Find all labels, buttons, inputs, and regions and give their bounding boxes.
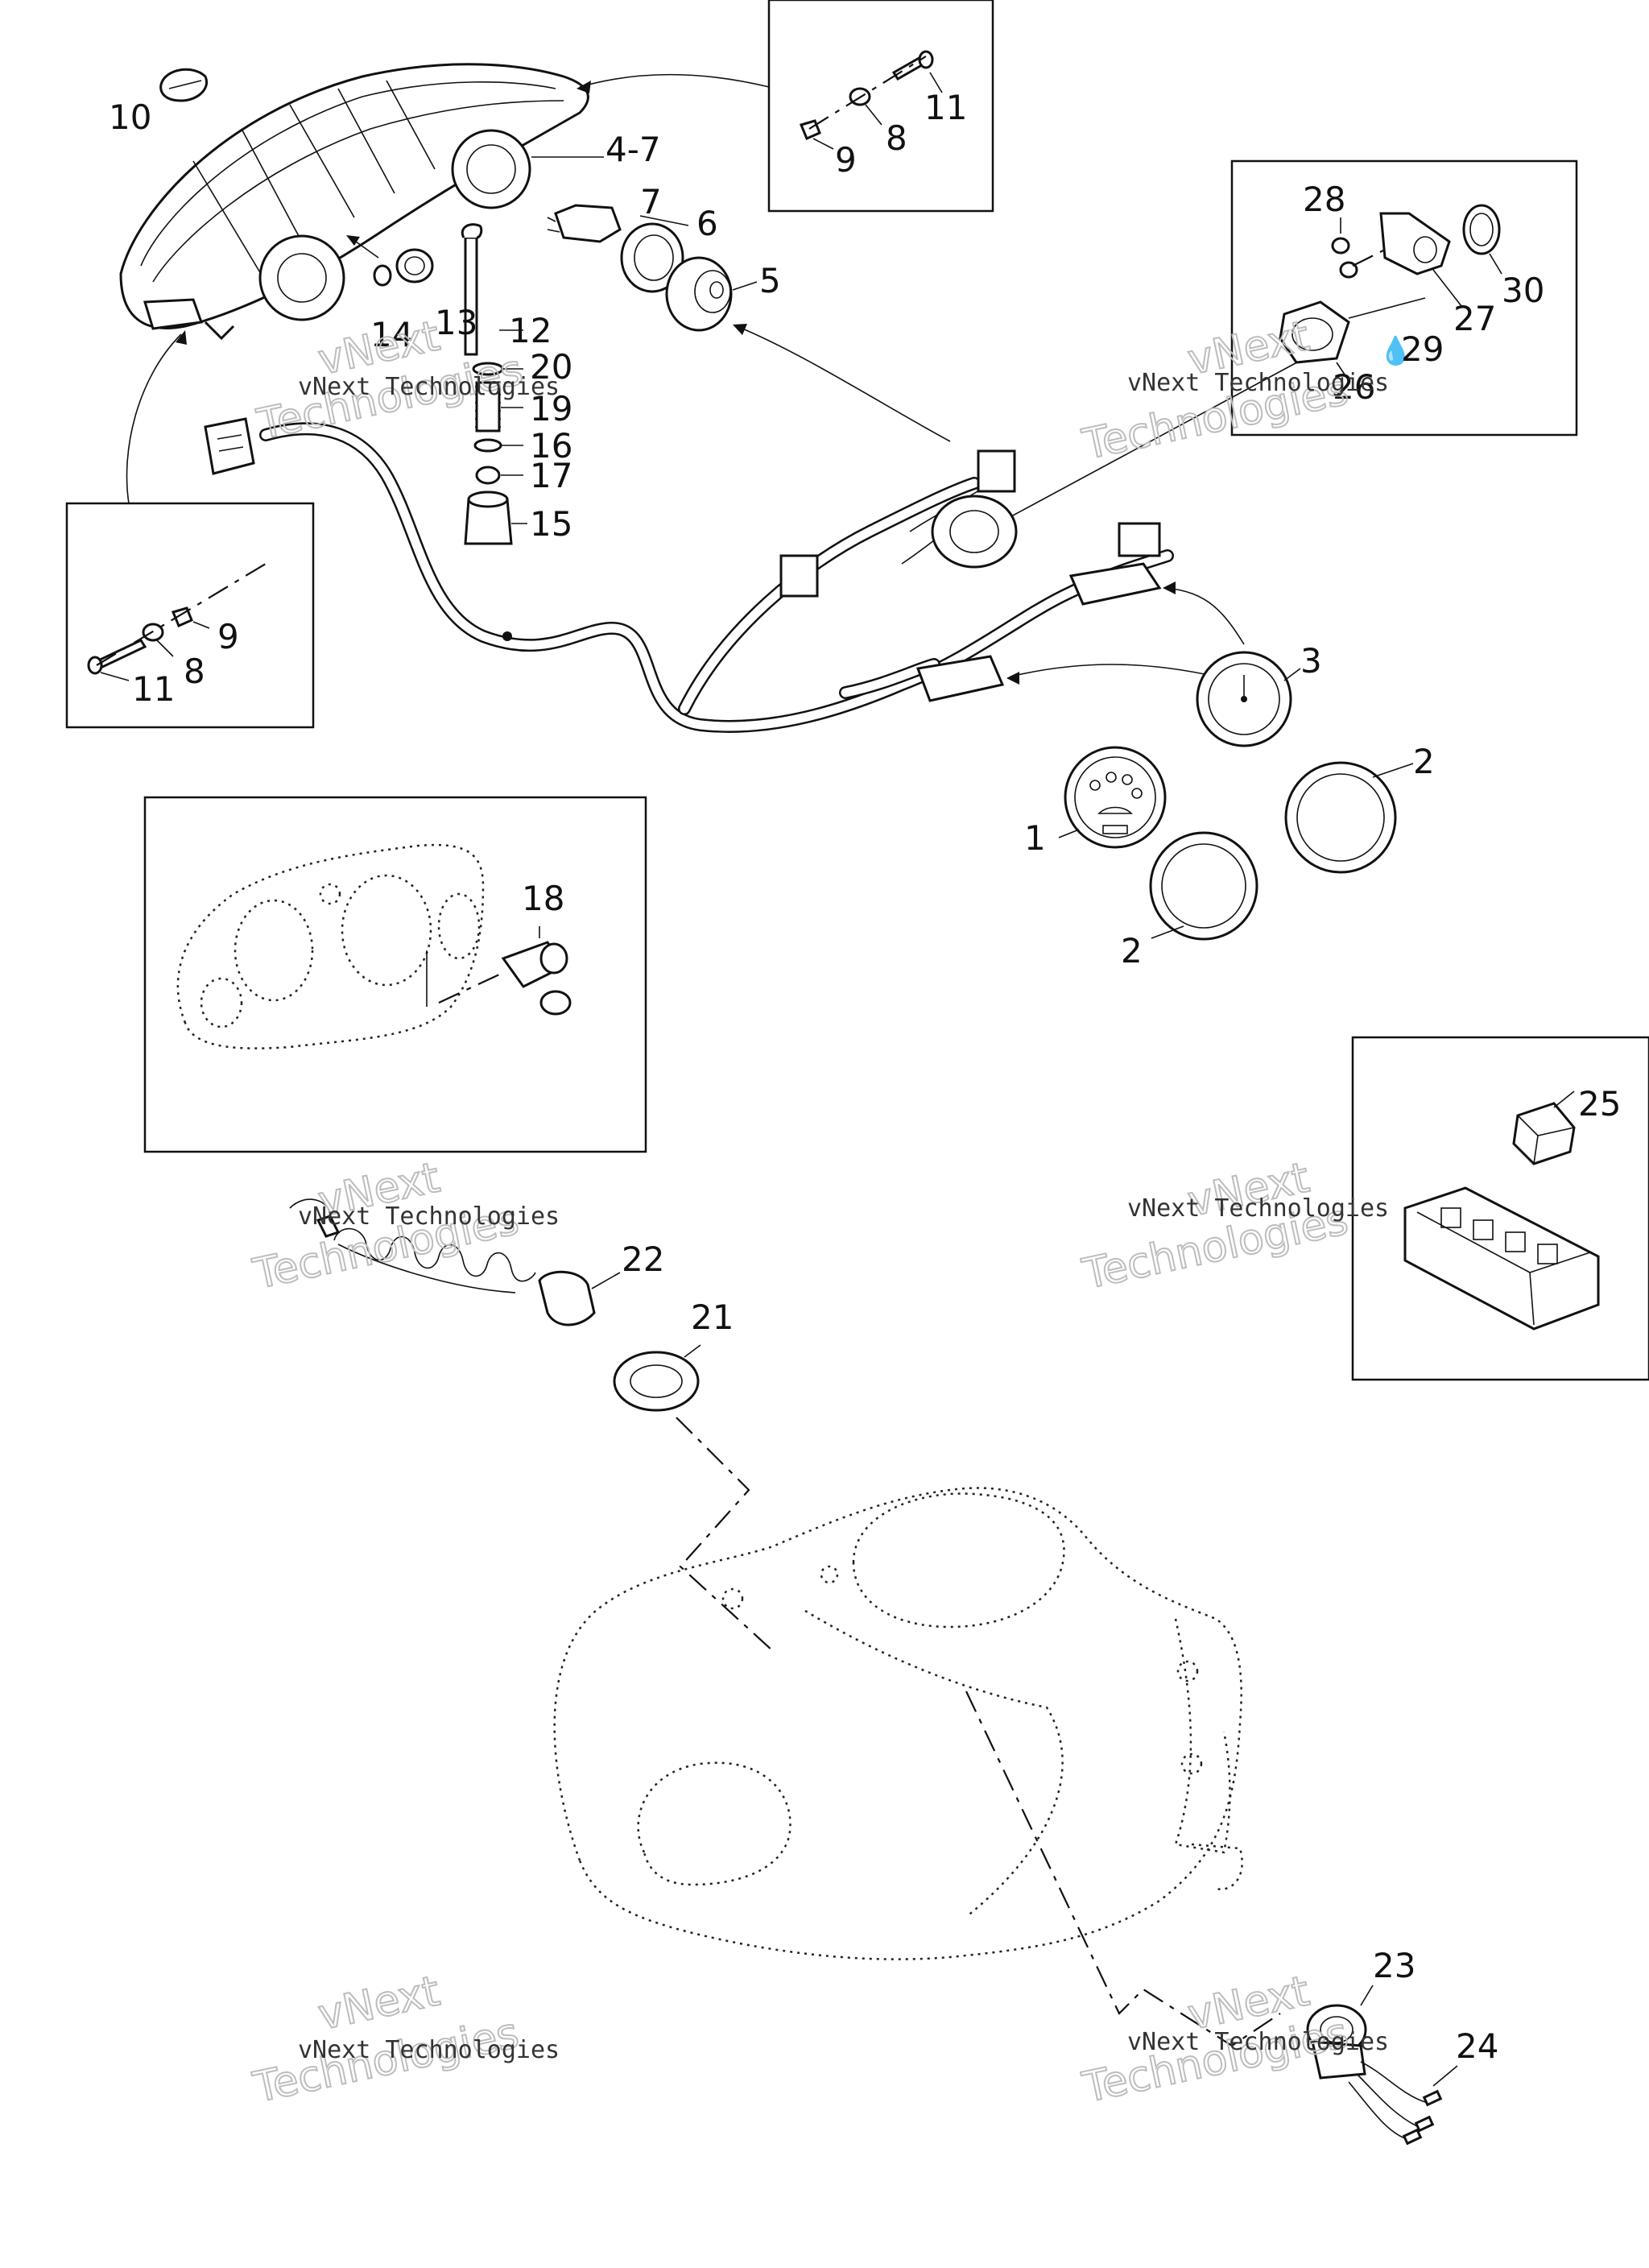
- instrument-cluster-outline: [176, 843, 485, 1049]
- harness-connector-left: [204, 417, 255, 475]
- label-12: 12: [509, 311, 552, 350]
- part-12-adjust-rod: [461, 223, 483, 356]
- water-drop-icon: 💧: [1378, 335, 1412, 367]
- label-25: 25: [1578, 1084, 1621, 1124]
- part-14-nut: [373, 264, 392, 287]
- harness-connector-gauge-3: [1068, 562, 1162, 606]
- inset-box-fasteners-left: [65, 502, 315, 729]
- watermark-4: vNext Technologies vNext Technologies: [1077, 1153, 1389, 1299]
- console-body-outline: [553, 1487, 1243, 1960]
- inset-box-fusebox: [1351, 1036, 1649, 1381]
- part-24-wires: [1348, 2061, 1443, 2146]
- svg-text:vNext Technologies: vNext Technologies: [298, 1202, 560, 1231]
- watermark-3: vNext Technologies vNext Technologies: [248, 1153, 560, 1299]
- label-14: 14: [370, 315, 413, 354]
- label-9-top: 9: [835, 140, 857, 180]
- part-9-nut-left: [171, 606, 193, 627]
- svg-text:vNext Technologies: vNext Technologies: [1127, 1194, 1389, 1223]
- label-11-left: 11: [132, 669, 175, 709]
- part-17-nut: [475, 466, 501, 485]
- label-13: 13: [435, 303, 477, 342]
- label-19: 19: [530, 389, 572, 428]
- part-22-lanyard-cord: [289, 1198, 596, 1326]
- part-16-washer: [473, 438, 502, 453]
- part-2-bezel-lower: [1149, 831, 1258, 941]
- svg-text:vNext Technologies: vNext Technologies: [298, 2036, 560, 2064]
- label-28: 28: [1303, 180, 1345, 219]
- part-13-cap: [395, 248, 434, 284]
- label-11-top: 11: [924, 88, 967, 127]
- part-25-relay: [1512, 1102, 1576, 1165]
- label-2-upper: 2: [1413, 742, 1435, 781]
- harness-tie-dot: [502, 631, 512, 641]
- wiring-harness: [259, 422, 1174, 733]
- part-26-sensor: [1279, 297, 1426, 364]
- label-30: 30: [1502, 271, 1544, 310]
- label-24: 24: [1456, 2026, 1498, 2066]
- watermark-6: vNext Technologies vNext Technologies: [1077, 1966, 1389, 2113]
- svg-text:vNext Technologies: vNext Technologies: [1127, 2028, 1389, 2056]
- part-21-cap-ring: [613, 1351, 700, 1412]
- part-18-key-switch: [501, 941, 572, 1016]
- label-3: 3: [1300, 641, 1322, 681]
- harness-grommet: [931, 495, 1018, 569]
- inset-box-cluster: [143, 796, 647, 1153]
- label-17: 17: [530, 456, 572, 495]
- label-27: 27: [1453, 299, 1496, 338]
- part-5-boot: [665, 256, 733, 332]
- part-1-speedometer: [1064, 746, 1167, 849]
- label-2-lower: 2: [1121, 931, 1143, 971]
- part-19-spring: [475, 381, 501, 432]
- label-6: 6: [696, 204, 718, 243]
- part-6-retainer: [620, 222, 684, 293]
- label-7: 7: [640, 182, 662, 221]
- part-7-bulb: [547, 204, 622, 243]
- part-10-clip: [159, 68, 209, 102]
- part-28-nuts: [1331, 237, 1358, 279]
- part-30-ring: [1462, 204, 1501, 255]
- watermark-5: vNext Technologies vNext Technologies: [248, 1966, 560, 2113]
- part-2-bezel-upper: [1284, 761, 1397, 874]
- inset-box-fasteners-top: [767, 0, 994, 213]
- harness-connector-gauge-1: [915, 655, 1005, 702]
- label-18: 18: [522, 879, 564, 918]
- label-21: 21: [691, 1297, 734, 1337]
- label-22: 22: [622, 1240, 664, 1279]
- label-26: 26: [1333, 367, 1375, 407]
- label-16: 16: [530, 426, 572, 466]
- label-5: 5: [759, 261, 781, 300]
- harness-connector-mid: [779, 449, 1161, 598]
- part-11-screw-top: [891, 50, 934, 81]
- label-8-left: 8: [184, 652, 205, 691]
- label-1: 1: [1024, 818, 1046, 858]
- label-9-left: 9: [217, 617, 239, 656]
- label-23: 23: [1373, 1946, 1415, 1985]
- headlight-assembly: [119, 63, 589, 341]
- label-20: 20: [530, 347, 572, 387]
- label-10: 10: [109, 97, 151, 137]
- label-15: 15: [530, 504, 572, 544]
- inset-box-sensor: [1230, 159, 1578, 437]
- svg-text:vNext Technologies: vNext Technologies: [1127, 369, 1389, 397]
- svg-text:vNext Technologies: vNext Technologies: [298, 373, 560, 401]
- fuse-box: [1403, 1186, 1600, 1331]
- part-23-key-switch: [1306, 2004, 1367, 2080]
- part-27-bracket: [1379, 212, 1451, 275]
- label-8-top: 8: [886, 118, 907, 158]
- part-11-screw-left: [87, 639, 147, 675]
- part-15-knob: [464, 490, 513, 545]
- part-3-gauge: [1196, 651, 1292, 747]
- label-4-7: 4-7: [605, 130, 661, 169]
- label-29: 29: [1401, 329, 1444, 369]
